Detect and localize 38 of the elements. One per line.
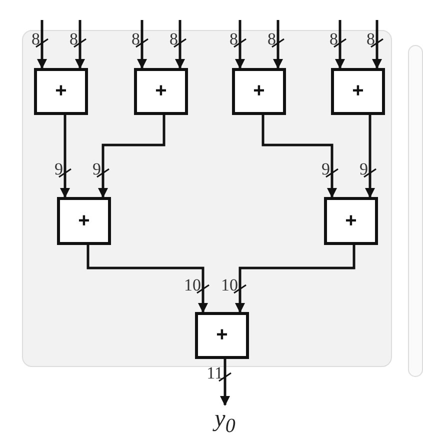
- edge-label: 9: [54, 160, 63, 178]
- arrow: [273, 20, 283, 69]
- arrow: [60, 115, 70, 198]
- arrow: [235, 245, 356, 313]
- edge-label: 8: [170, 30, 178, 48]
- adder-box: +: [324, 197, 378, 245]
- arrow: [235, 20, 245, 69]
- arrow: [372, 20, 382, 69]
- adder-box: +: [134, 68, 188, 115]
- edge-label: 8: [32, 30, 40, 48]
- adder-box: +: [232, 68, 286, 115]
- edge-label: 8: [330, 30, 338, 48]
- adder-box: +: [195, 312, 249, 359]
- edge-label: 10: [184, 276, 201, 294]
- output-label: y$_{0}$: [205, 405, 245, 438]
- arrow: [175, 20, 185, 69]
- arrow: [86, 245, 208, 313]
- arrow: [220, 359, 230, 406]
- edge-label: 9: [322, 160, 330, 178]
- edge-label: 9: [360, 160, 368, 178]
- arrow: [75, 20, 85, 69]
- edge-label: 8: [230, 30, 238, 48]
- edge-label: 8: [70, 30, 78, 48]
- edge-label: 8: [132, 30, 140, 48]
- edge-label: 10: [221, 276, 238, 294]
- arrow: [262, 115, 337, 198]
- arrow: [365, 115, 375, 198]
- edge-label: 8: [366, 30, 375, 48]
- adder-box: +: [331, 68, 385, 115]
- edge-label: 9: [92, 160, 101, 178]
- arrow: [98, 115, 166, 198]
- arrow: [37, 20, 47, 69]
- arrow: [335, 20, 345, 69]
- adder-box: +: [34, 68, 88, 115]
- edge-label: 11: [206, 364, 223, 382]
- arrow: [137, 20, 147, 69]
- edge-label: 8: [268, 30, 276, 48]
- adder-box: +: [57, 197, 111, 245]
